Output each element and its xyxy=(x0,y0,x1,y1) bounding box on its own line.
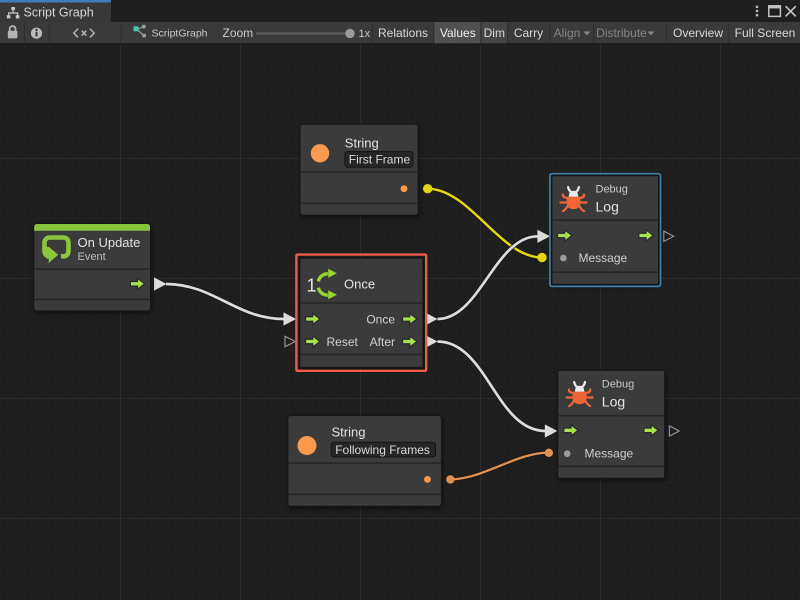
svg-text:1: 1 xyxy=(307,276,317,296)
svg-text:Carry: Carry xyxy=(514,26,543,40)
svg-text:On Update: On Update xyxy=(78,235,141,250)
svg-text:Debug: Debug xyxy=(596,184,628,196)
svg-text:After: After xyxy=(370,335,395,349)
svg-text:Relations: Relations xyxy=(378,26,428,40)
svg-text:First Frame: First Frame xyxy=(349,153,411,167)
svg-text:Event: Event xyxy=(78,251,106,263)
svg-text:1x: 1x xyxy=(359,28,371,40)
svg-text:String: String xyxy=(345,136,379,151)
svg-text:Once: Once xyxy=(344,277,375,292)
svg-text:Reset: Reset xyxy=(327,335,359,349)
svg-text:ScriptGraph: ScriptGraph xyxy=(152,28,208,40)
svg-text:Dim: Dim xyxy=(484,26,505,40)
svg-text:Message: Message xyxy=(585,447,634,461)
svg-text:Debug: Debug xyxy=(602,379,634,391)
svg-text:Zoom: Zoom xyxy=(223,26,254,40)
svg-text:Script Graph: Script Graph xyxy=(24,5,94,19)
svg-text:Distribute: Distribute xyxy=(596,26,647,40)
svg-text:Log: Log xyxy=(602,394,625,410)
svg-text:Values: Values xyxy=(440,26,476,40)
svg-text:String: String xyxy=(332,425,366,440)
svg-text:Once: Once xyxy=(366,313,395,327)
svg-text:Align: Align xyxy=(554,26,581,40)
svg-text:Log: Log xyxy=(596,199,619,215)
svg-text:Full Screen: Full Screen xyxy=(735,26,796,40)
svg-text:Following Frames: Following Frames xyxy=(335,443,430,457)
svg-text:Message: Message xyxy=(579,251,628,265)
svg-text:Overview: Overview xyxy=(673,26,723,40)
